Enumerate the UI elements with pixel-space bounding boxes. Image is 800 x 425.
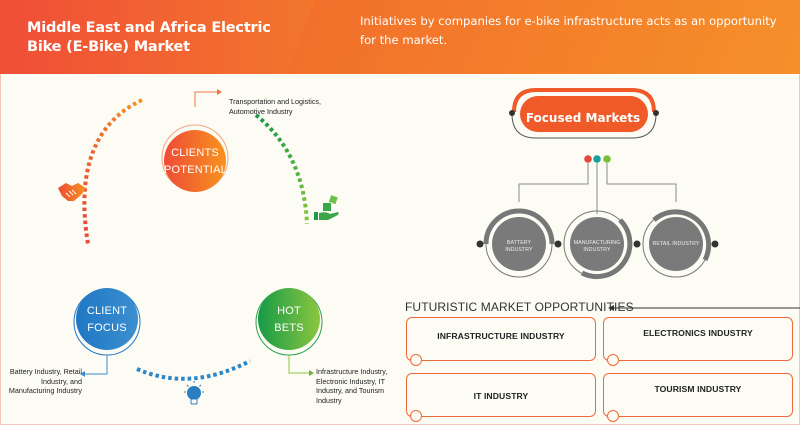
dot-red [584,155,592,163]
opportunities-title: FUTURISTIC MARKET OPPORTUNITIES [405,300,634,314]
label-line: CLIENTS [171,147,219,159]
focused-markets-title: Focused Markets [525,111,641,125]
opportunity-card: ELECTRONICS INDUSTRY [603,317,793,366]
focused-markets-lower-arc [511,113,657,139]
label-line: RETAIL INDUSTRY [652,241,700,247]
card-dot [607,410,619,422]
label-line: BETS [274,322,304,334]
node-hot-bets [258,288,320,350]
segment-retail [649,217,703,271]
segment-battery-arc [483,208,555,245]
label-line: POTENTIAL [164,164,227,176]
opportunity-label: IT INDUSTRY [473,391,529,401]
card-dot [607,354,619,366]
header-banner: Middle East and Africa Electric Bike (E-… [0,0,800,74]
connector-clients [194,91,217,107]
label-line: INDUSTRY [505,247,533,253]
node-hot-bets-label: HOT BETS [258,303,320,337]
opportunity-card: TOURISM INDUSTRY [603,373,793,422]
node-client-focus [76,288,138,350]
pill-right-dot [653,110,659,116]
note-client-focus: Battery Industry, Retail Industry, and M… [8,367,82,395]
connector-battery [518,163,589,202]
focused-markets-outer-arc [512,88,656,113]
label-line: HOT [277,305,301,317]
segment-retail-arc [652,209,712,262]
opportunities-title-arrow [608,305,800,311]
page-title: Middle East and Africa Electric Bike (E-… [27,20,271,55]
lightbulb-icon [184,381,204,405]
page-subtitle: Initiatives by companies for e-bike infr… [360,14,777,47]
pill-left-dot [509,110,515,116]
connector-client-focus [85,355,108,375]
segment-battery-label: BATTERY INDUSTRY [489,240,549,254]
node-client-focus-label: CLIENT FOCUS [76,303,138,337]
connector-hot-bets [288,355,309,374]
node-clients-potential [164,130,226,192]
node-clients-potential-label: CLIENTS POTENTIAL [164,145,227,179]
opportunity-card: IT INDUSTRY [406,373,596,422]
label-line: INDUSTRY [583,247,611,253]
handshake-icon [58,183,86,201]
note-hot-bets: Infrastructure Industry, Electronic Indu… [316,367,388,405]
label-line: CLIENT [86,305,128,317]
opportunity-label: TOURISM INDUSTRY [654,384,742,394]
arc-green [254,113,309,225]
segment-battery-left-dot [476,240,484,248]
segment-retail-left-dot [633,240,641,248]
segment-battery [492,217,546,271]
arc-blue [136,359,251,381]
arrow-hot-bets [309,370,314,376]
opportunity-card: INFRASTRUCTURE INDUSTRY [406,317,596,366]
dot-green [603,155,611,163]
opportunity-label: ELECTRONICS INDUSTRY [643,328,753,338]
segment-manufacturing [570,217,624,271]
segment-manufacturing-label: MANUFACTURING INDUSTRY [567,240,627,254]
label-line: BATTERY [506,240,532,246]
arrow-head [608,305,614,311]
segment-retail-label: RETAIL INDUSTRY [646,241,706,248]
segment-manufacturing-left-dot [554,240,562,248]
focused-markets-diagram [476,88,719,280]
card-dot [410,410,422,422]
label-line: FOCUS [87,322,127,334]
connector-retail [606,163,677,202]
focused-markets-pill [520,96,648,132]
label-line: MANUFACTURING [573,240,621,246]
cycle-diagram [58,89,339,405]
arc-orange [82,98,143,245]
note-clients-potential: Transportation and Logistics, Automotive… [229,97,322,116]
hand-with-dice-icon [314,195,339,220]
card-dot [410,354,422,366]
arrow-client-focus [80,371,85,377]
segment-manufacturing-arc [580,218,633,280]
segment-retail-right-dot [711,240,719,248]
dot-teal [593,155,601,163]
arrow-clients [217,89,222,95]
opportunity-label: INFRASTRUCTURE INDUSTRY [437,331,565,341]
